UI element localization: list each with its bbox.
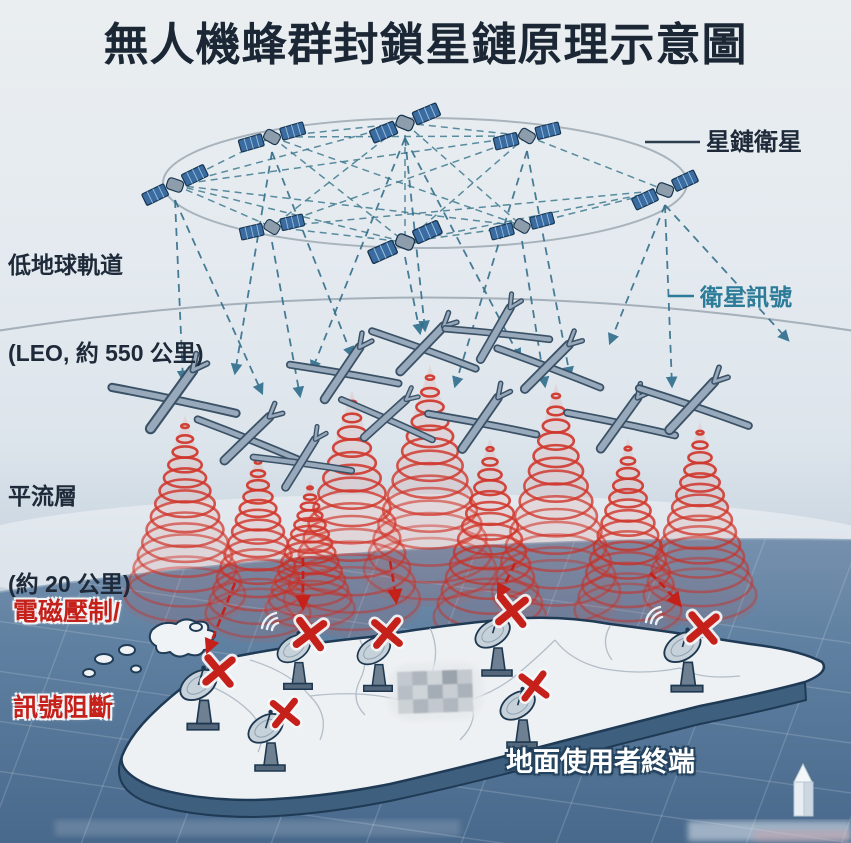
- atmosphere-arc: [0, 296, 851, 332]
- jamming-label: 電磁壓制/ 訊號阻斷: [13, 532, 120, 756]
- leo-orbit-label-line2: (LEO, 約 550 公里): [8, 340, 204, 367]
- blocked-x-icon: [273, 701, 297, 725]
- tower-landmark: [793, 762, 814, 817]
- islet: [82, 668, 96, 678]
- starlink-satellites: [138, 101, 702, 265]
- islet: [94, 653, 114, 665]
- jamming-label-line1: 電磁壓制/: [13, 598, 120, 626]
- starlink-satellite-label: 星鏈衛星: [706, 129, 802, 156]
- blocked-x-icon: [522, 674, 546, 698]
- blocked-x-icon: [296, 620, 323, 647]
- blocked-x-icon: [499, 598, 525, 624]
- censor-mosaic: [387, 661, 484, 722]
- jamming-arrows: [204, 558, 682, 655]
- watermark-smudges: [55, 820, 851, 842]
- islet: [118, 644, 136, 656]
- satellite-icon: [236, 116, 308, 158]
- blocked-x-icon: [690, 615, 716, 641]
- blocked-x-icon: [206, 658, 232, 684]
- satellite-icon: [237, 205, 307, 249]
- stratosphere-label-line1: 平流層: [8, 482, 77, 509]
- blocked-x-icon: [375, 621, 400, 646]
- islet: [189, 622, 203, 632]
- leo-orbit-label: 低地球軌道 (LEO, 約 550 公里): [8, 192, 204, 398]
- drone-icon: [369, 307, 479, 376]
- stratosphere-label-line2: (約 20 公里): [8, 571, 131, 598]
- islet: [130, 664, 142, 674]
- stratosphere-label: 平流層 (約 20 公里): [8, 423, 131, 629]
- jamming-label-line2: 訊號阻斷: [13, 694, 114, 722]
- leo-orbit-label-line1: 低地球軌道: [8, 251, 123, 278]
- satellite-icon: [628, 168, 702, 212]
- drone-icon: [637, 363, 752, 434]
- diagram-title: 無人機蜂群封鎖星鏈原理示意圖: [103, 19, 748, 70]
- satellite-mesh-links: [174, 122, 666, 243]
- satellite-signal-label: 衛星訊號: [700, 284, 792, 310]
- satellite-icon: [487, 206, 557, 246]
- ground-terminal-label: 地面使用者終端: [506, 747, 695, 777]
- drone-icon: [287, 330, 399, 403]
- islet: [59, 705, 73, 715]
